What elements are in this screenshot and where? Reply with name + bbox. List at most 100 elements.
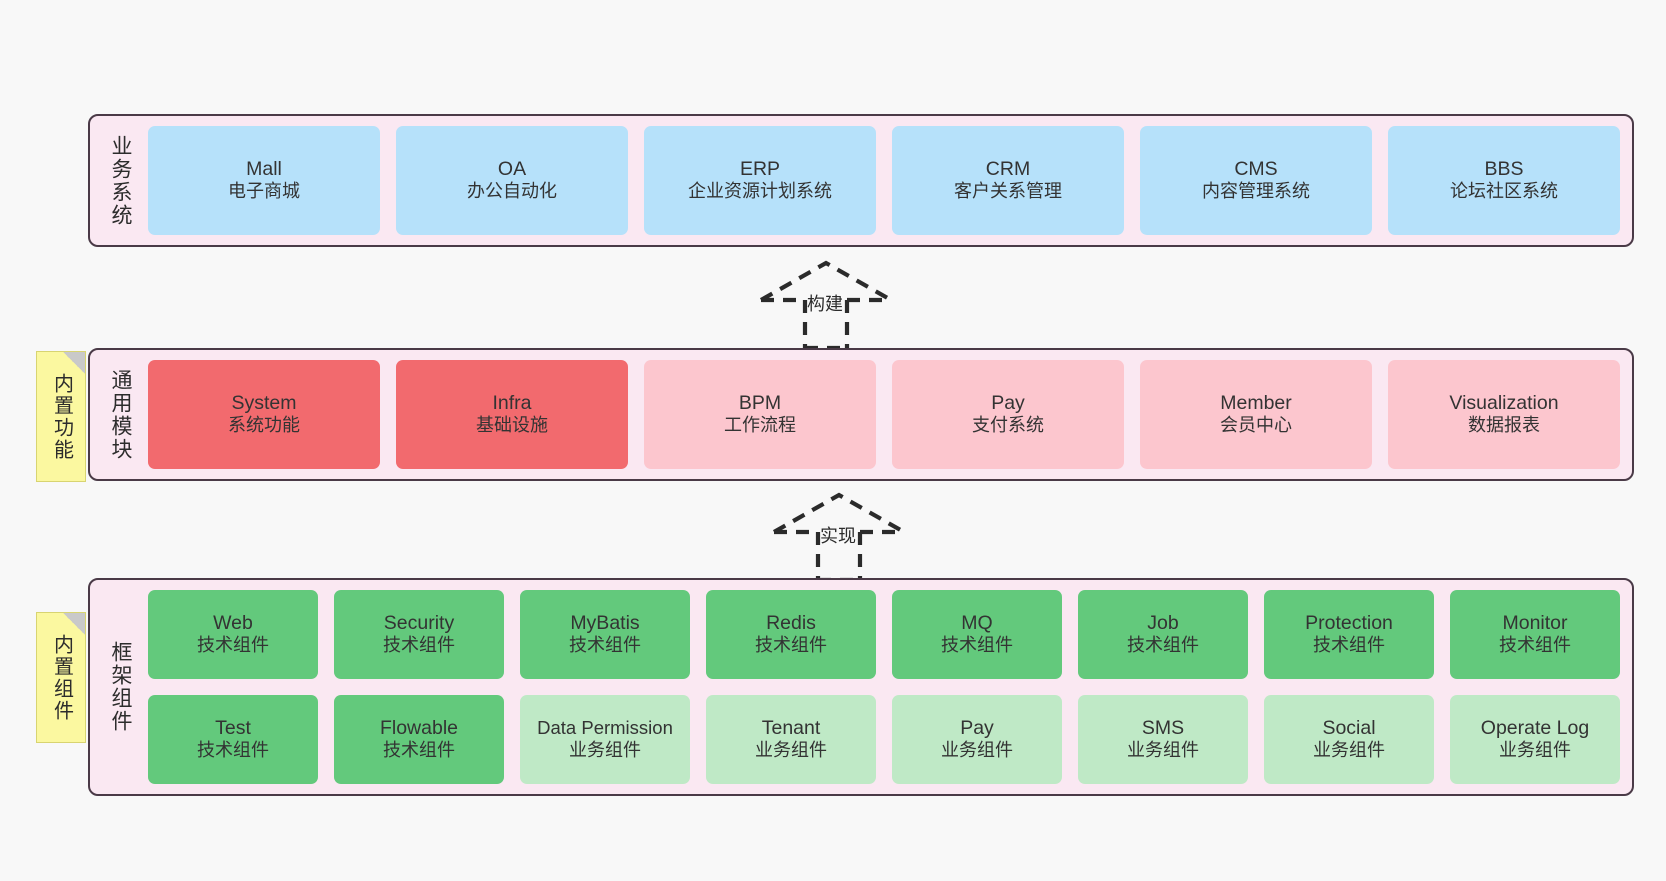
node-infra[interactable]: Infra 基础设施 [396,360,628,469]
node-subtitle: 支付系统 [972,415,1044,436]
node-mq[interactable]: MQ 技术组件 [892,590,1062,679]
node-subtitle: 业务组件 [569,739,641,760]
node-subtitle: 内容管理系统 [1202,181,1310,202]
node-subtitle: 系统功能 [228,415,300,436]
node-title: MyBatis [570,611,640,634]
layer-title-framework: 框架组件 [109,641,133,733]
node-subtitle: 技术组件 [569,635,641,656]
layer-framework-component: 框架组件 Web 技术组件 Security 技术组件 MyBatis 技术组件… [88,578,1634,796]
node-security[interactable]: Security 技术组件 [334,590,504,679]
node-redis[interactable]: Redis 技术组件 [706,590,876,679]
node-title: CMS [1234,157,1278,180]
node-row: Test 技术组件 Flowable 技术组件 Data Permission … [148,695,1620,784]
node-title: Security [383,611,455,634]
node-subtitle: 客户关系管理 [954,181,1062,202]
note-label: 内置功能 [50,372,73,461]
node-title: System [231,391,297,414]
node-visualization[interactable]: Visualization 数据报表 [1388,360,1620,469]
node-subtitle: 电子商城 [228,181,300,202]
node-title: Social [1322,716,1376,739]
node-subtitle: 会员中心 [1220,415,1292,436]
node-row: System 系统功能 Infra 基础设施 BPM 工作流程 Pay 支付系统… [148,360,1620,469]
node-subtitle: 技术组件 [1313,635,1385,656]
node-pay-business[interactable]: Pay 业务组件 [892,695,1062,784]
node-bpm[interactable]: BPM 工作流程 [644,360,876,469]
note-builtin-component: 内置组件 [36,612,86,743]
node-title: Protection [1305,611,1393,634]
node-subtitle: 业务组件 [1313,740,1385,761]
node-subtitle: 技术组件 [197,740,269,761]
connector-implement: 实现 [768,490,918,583]
node-oa[interactable]: OA 办公自动化 [396,126,628,235]
node-test[interactable]: Test 技术组件 [148,695,318,784]
node-title: Monitor [1502,611,1568,634]
node-system[interactable]: System 系统功能 [148,360,380,469]
node-title: BPM [738,391,782,414]
node-protection[interactable]: Protection 技术组件 [1264,590,1434,679]
node-subtitle: 技术组件 [383,635,455,656]
node-flowable[interactable]: Flowable 技术组件 [334,695,504,784]
node-title: Redis [766,611,816,634]
node-sms[interactable]: SMS 业务组件 [1078,695,1248,784]
node-cms[interactable]: CMS 内容管理系统 [1140,126,1372,235]
node-web[interactable]: Web 技术组件 [148,590,318,679]
node-subtitle: 技术组件 [1127,635,1199,656]
arrowhead-open [759,260,893,302]
node-erp[interactable]: ERP 企业资源计划系统 [644,126,876,235]
node-mall[interactable]: Mall 电子商城 [148,126,380,235]
node-title: Job [1147,611,1179,634]
node-title: Member [1220,391,1292,414]
node-title: Tenant [761,716,821,739]
node-title: Operate Log [1480,716,1590,739]
connector-implement-label: 实现 [820,526,856,546]
node-subtitle: 业务组件 [941,740,1013,761]
node-subtitle: 基础设施 [476,415,548,436]
arrowhead-open [772,492,906,534]
node-subtitle: 论坛社区系统 [1450,181,1558,202]
note-label: 内置组件 [50,633,73,722]
node-title: Pay [991,391,1025,414]
connector-build-label: 构建 [807,294,843,314]
layer-body-common: System 系统功能 Infra 基础设施 BPM 工作流程 Pay 支付系统… [138,360,1620,469]
node-pay[interactable]: Pay 支付系统 [892,360,1124,469]
layer-title-business: 业务系统 [109,134,133,227]
layer-body-framework: Web 技术组件 Security 技术组件 MyBatis 技术组件 Redi… [138,590,1620,784]
note-builtin-function: 内置功能 [36,351,86,482]
node-crm[interactable]: CRM 客户关系管理 [892,126,1124,235]
node-mybatis[interactable]: MyBatis 技术组件 [520,590,690,679]
node-social[interactable]: Social 业务组件 [1264,695,1434,784]
node-subtitle: 技术组件 [383,740,455,761]
node-title: Infra [492,391,532,414]
node-title: OA [497,157,527,180]
layer-title-common: 通用模块 [109,368,133,461]
node-subtitle: 技术组件 [941,635,1013,656]
node-row: Mall 电子商城 OA 办公自动化 ERP 企业资源计划系统 CRM 客户关系… [148,126,1620,235]
layer-business-system: 业务系统 Mall 电子商城 OA 办公自动化 ERP 企业资源计划系统 CRM… [88,114,1634,247]
node-subtitle: 技术组件 [197,635,269,656]
node-title: ERP [739,157,781,180]
node-title: SMS [1141,716,1185,739]
node-subtitle: 业务组件 [755,740,827,761]
node-job[interactable]: Job 技术组件 [1078,590,1248,679]
node-tenant[interactable]: Tenant 业务组件 [706,695,876,784]
node-subtitle: 技术组件 [755,635,827,656]
connector-build: 构建 [755,258,905,351]
node-title: Pay [960,716,994,739]
node-operate-log[interactable]: Operate Log 业务组件 [1450,695,1620,784]
node-title: CRM [985,157,1031,180]
node-title: Web [213,611,253,634]
node-subtitle: 业务组件 [1499,740,1571,761]
node-subtitle: 技术组件 [1499,635,1571,656]
node-subtitle: 办公自动化 [467,181,557,202]
node-subtitle: 企业资源计划系统 [688,181,832,202]
node-subtitle: 工作流程 [724,415,796,436]
node-bbs[interactable]: BBS 论坛社区系统 [1388,126,1620,235]
node-row: Web 技术组件 Security 技术组件 MyBatis 技术组件 Redi… [148,590,1620,679]
node-member[interactable]: Member 会员中心 [1140,360,1372,469]
node-monitor[interactable]: Monitor 技术组件 [1450,590,1620,679]
node-title: MQ [961,611,993,634]
node-subtitle: 业务组件 [1127,740,1199,761]
node-title: Flowable [379,716,459,739]
node-data-permission[interactable]: Data Permission 业务组件 [520,695,690,784]
